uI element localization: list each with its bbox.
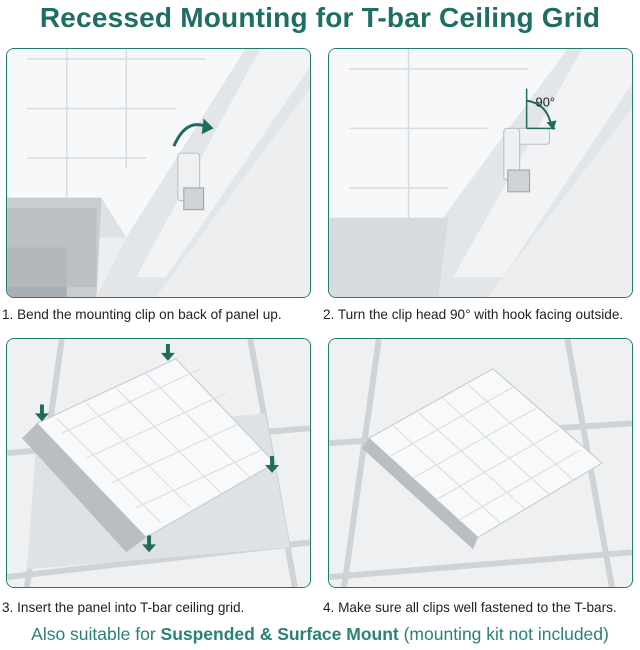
footer-note: Also suitable for Suspended & Surface Mo… [0,624,640,645]
step-4-caption: 4. Make sure all clips well fastened to … [323,600,617,615]
step-1-caption: 1. Bend the mounting clip on back of pan… [2,307,282,322]
step-2-image: 90° [328,48,633,298]
step-2-caption: 2. Turn the clip head 90° with hook faci… [323,307,624,322]
step-3-image [6,338,311,588]
step-1-image [6,48,311,298]
angle-label: 90° [536,95,555,110]
footer-prefix: Also suitable for [31,624,161,644]
page-title: Recessed Mounting for T-bar Ceiling Grid [39,2,601,33]
step-3-caption: 3. Insert the panel into T-bar ceiling g… [2,600,245,615]
footer-emphasis: Suspended & Surface Mount [160,624,399,644]
footer-suffix: (mounting kit not included) [398,624,609,644]
step-4-image [328,338,633,588]
